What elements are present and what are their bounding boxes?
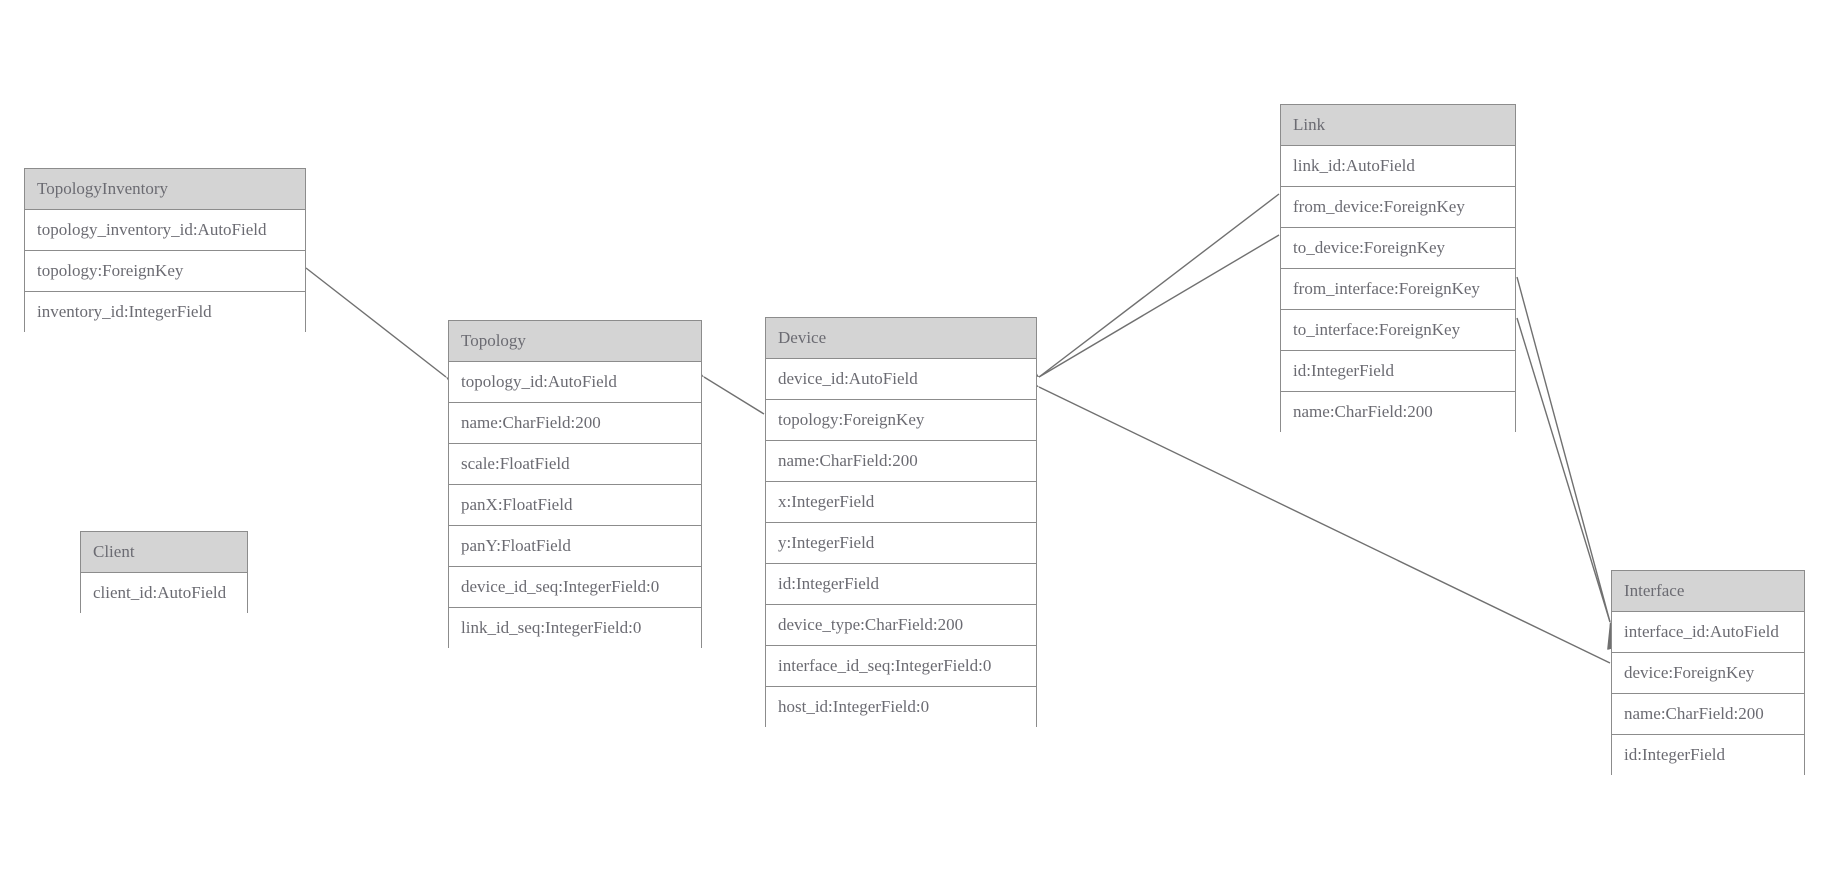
attribute-row[interactable]: name:CharField:200 [766, 441, 1036, 482]
attribute-row[interactable]: device_id:AutoField [766, 359, 1036, 400]
attribute-row[interactable]: to_device:ForeignKey [1281, 228, 1515, 269]
attribute-row[interactable]: inventory_id:IntegerField [25, 292, 305, 333]
attribute-list-client: client_id:AutoField [81, 573, 247, 614]
edge-link-from-interface [1516, 276, 1611, 623]
attribute-row[interactable]: link_id:AutoField [1281, 146, 1515, 187]
attribute-row[interactable]: from_interface:ForeignKey [1281, 269, 1515, 310]
attribute-row[interactable]: from_device:ForeignKey [1281, 187, 1515, 228]
attribute-row[interactable]: scale:FloatField [449, 444, 701, 485]
attribute-row[interactable]: topology_inventory_id:AutoField [25, 210, 305, 251]
edge-link-to-device [1038, 234, 1280, 378]
attribute-row[interactable]: device_type:CharField:200 [766, 605, 1036, 646]
attribute-row[interactable]: topology:ForeignKey [766, 400, 1036, 441]
entity-title-topology: Topology [449, 321, 701, 362]
attribute-row[interactable]: topology_id:AutoField [449, 362, 701, 403]
attribute-row[interactable]: client_id:AutoField [81, 573, 247, 614]
attribute-row[interactable]: host_id:IntegerField:0 [766, 687, 1036, 728]
entity-title-topologyinventory: TopologyInventory [25, 169, 305, 210]
attribute-row[interactable]: id:IntegerField [766, 564, 1036, 605]
attribute-row[interactable]: x:IntegerField [766, 482, 1036, 523]
attribute-row[interactable]: interface_id_seq:IntegerField:0 [766, 646, 1036, 687]
attribute-row[interactable]: to_interface:ForeignKey [1281, 310, 1515, 351]
entity-title-link: Link [1281, 105, 1515, 146]
attribute-row[interactable]: device:ForeignKey [1612, 653, 1804, 694]
attribute-row[interactable]: device_id_seq:IntegerField:0 [449, 567, 701, 608]
edge-link-to-interface [1516, 317, 1611, 623]
entity-title-client: Client [81, 532, 247, 573]
attribute-row[interactable]: panY:FloatField [449, 526, 701, 567]
attribute-row[interactable]: topology:ForeignKey [25, 251, 305, 292]
attribute-row[interactable]: id:IntegerField [1281, 351, 1515, 392]
attribute-row[interactable]: name:CharField:200 [1281, 392, 1515, 433]
attribute-row[interactable]: interface_id:AutoField [1612, 612, 1804, 653]
attribute-row[interactable]: link_id_seq:IntegerField:0 [449, 608, 701, 649]
entity-title-interface: Interface [1612, 571, 1804, 612]
entity-title-device: Device [766, 318, 1036, 359]
attribute-row[interactable]: y:IntegerField [766, 523, 1036, 564]
edge-topologyinventory-topology [305, 267, 447, 378]
edge-device-topology [703, 376, 765, 415]
attribute-row[interactable]: name:CharField:200 [449, 403, 701, 444]
edge-link-from-device [1038, 193, 1280, 378]
attribute-row[interactable]: name:CharField:200 [1612, 694, 1804, 735]
attribute-row[interactable]: id:IntegerField [1612, 735, 1804, 776]
attribute-row[interactable]: panX:FloatField [449, 485, 701, 526]
